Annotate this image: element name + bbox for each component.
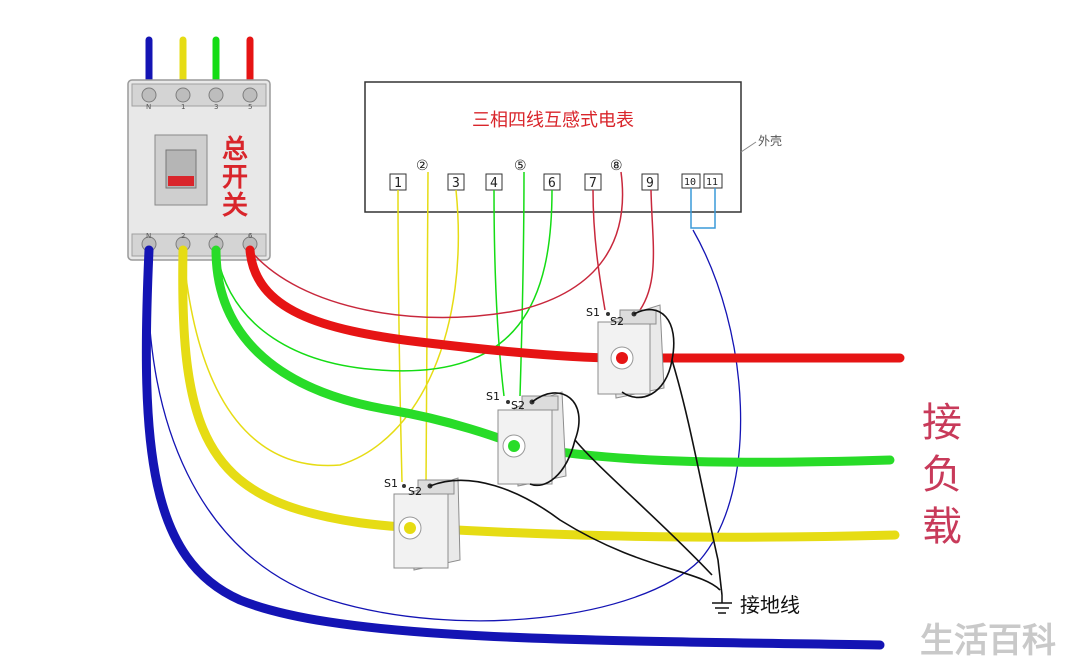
ct-s1-label: S1 [384,477,398,490]
terminal-circled: ② [416,158,429,174]
ct-s1-label: S1 [486,390,500,403]
ct-s2-label: S2 [610,315,624,328]
terminal-box: 9 [646,176,654,191]
ct-s2-label: S2 [408,485,422,498]
watermark: 生活百科 [920,621,1056,661]
terminal-box: 1 [394,176,402,191]
meter-title: 三相四线互感式电表 [472,110,634,131]
thin-wires [147,171,742,622]
terminal-box: 11 [706,177,718,188]
ct-phase-c: S1 S2 [586,304,665,399]
svg-text:5: 5 [248,103,252,111]
breaker-label-char: 开 [222,163,248,193]
terminal-box: 7 [589,176,597,191]
shell-label: 外壳 [758,134,782,148]
terminal-circled: ⑧ [610,158,623,174]
ground-label: 接地线 [740,593,800,617]
breaker-label-char: 总 [222,135,248,165]
ground-wires [429,308,723,596]
svg-text:4: 4 [214,232,219,240]
load-label-char: 负 [922,452,962,498]
svg-text:N: N [146,103,151,111]
ct-s1-label: S1 [586,306,600,319]
terminal-box: 4 [490,176,498,191]
svg-text:6: 6 [248,232,253,240]
svg-text:N: N [146,232,151,240]
ct-phase-a: S1 S2 [384,477,461,571]
load-label-char: 载 [922,504,962,550]
breaker-label-char: 关 [222,191,248,221]
svg-text:1: 1 [181,103,185,111]
main-breaker: N 1 3 5 N 2 4 6 总 开 关 [127,79,271,261]
svg-text:2: 2 [181,232,185,240]
load-label-char: 接 [922,400,962,446]
svg-text:3: 3 [214,103,218,111]
ct-s2-label: S2 [511,399,525,412]
terminal-circled: ⑤ [514,158,527,174]
terminal-box: 10 [684,177,696,188]
ground-icon [712,595,732,614]
ct-phase-b: S1 S2 [486,390,567,487]
terminal-box: 3 [452,176,460,191]
terminal-box: 6 [548,176,556,191]
